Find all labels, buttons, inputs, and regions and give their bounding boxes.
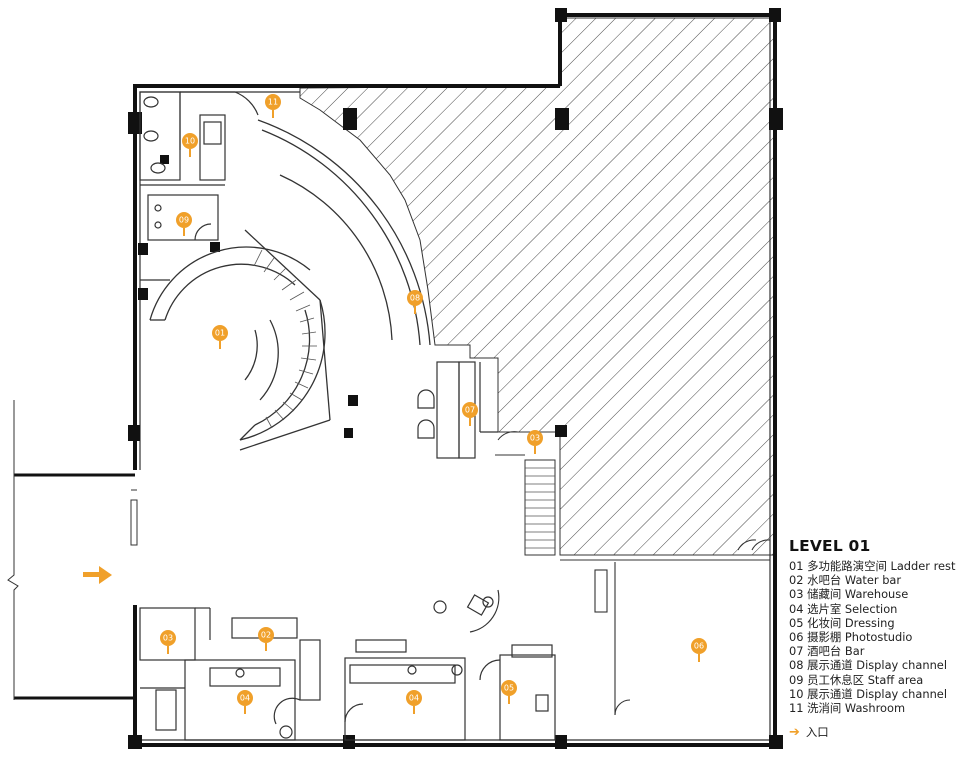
room-marker-07: 07 [462,402,478,426]
legend-item: 06 摄影棚 Photostudio [789,630,913,645]
legend-entrance-label: 入口 [805,725,829,740]
room-marker-10: 10 [182,133,198,157]
legend-item: 01 多功能路演空间 Ladder rest [789,559,956,573]
entrance-arrow-icon [83,566,112,584]
room-marker-label: 02 [261,631,271,640]
room-marker-label: 08 [410,294,420,303]
legend-item: 02 水吧台 Water bar [789,573,902,588]
spiral-stage [149,229,331,451]
room-marker-04-left: 04 [237,690,253,714]
room-marker-09: 09 [176,212,192,236]
right-stair-treads [525,467,555,549]
room-marker-04-right: 04 [406,690,422,714]
room-marker-label: 04 [409,694,419,703]
room-marker-label: 03 [163,634,173,643]
legend-item: 03 储藏间 Warehouse [789,587,909,602]
room-marker-label: 09 [179,216,189,225]
room-marker-label: 11 [268,98,278,107]
legend-item: 10 展示通道 Display channel [789,686,947,701]
stair-treads [253,249,317,429]
room-markers: 01 02 03 03 04 04 05 06 07 08 09 10 11 [160,94,707,714]
room-marker-label: 01 [215,329,225,338]
room-marker-label: 10 [185,137,195,146]
legend-item: 09 员工休息区 Staff area [789,672,924,687]
bar-counter [417,361,498,459]
room-marker-08: 08 [407,290,423,314]
legend-item: 04 选片室 Selection [789,601,898,616]
room-marker-label: 05 [504,684,514,693]
left-door [130,489,138,546]
bottom-rooms [139,607,556,741]
room-marker-11: 11 [265,94,281,118]
columns [128,8,783,749]
exterior-lines [14,473,135,700]
room-marker-01: 01 [212,325,228,349]
break-line [7,400,19,700]
legend-item: 05 化妆间 Dressing [789,615,895,630]
room-marker-06: 06 [691,638,707,662]
legend-item: 11 洗消间 Washroom [789,701,906,716]
hatched-void-area [299,17,776,556]
room-marker-label: 07 [465,406,475,415]
legend-item: 07 酒吧台 Bar [789,644,865,659]
room-marker-label: 06 [694,642,704,651]
lounge-furniture [433,589,500,633]
washroom-block [139,91,259,281]
right-stairs [495,431,556,556]
room-marker-02: 02 [258,627,274,651]
legend-entrance: ➔ 入口 [789,724,959,740]
room-marker-03-left: 03 [160,630,176,654]
legend-item: 08 展示通道 Display channel [789,658,947,673]
room-marker-05: 05 [501,680,517,704]
legend-title: LEVEL 01 [789,537,871,555]
legend: LEVEL 01 01 多功能路演空间 Ladder rest 02 水吧台 W… [789,537,959,740]
room-marker-label: 03 [530,434,540,443]
room-marker-label: 04 [240,694,250,703]
photostudio-lines [560,539,771,716]
room-marker-03-right: 03 [527,430,543,454]
entrance-arrow-icon: ➔ [789,724,800,740]
